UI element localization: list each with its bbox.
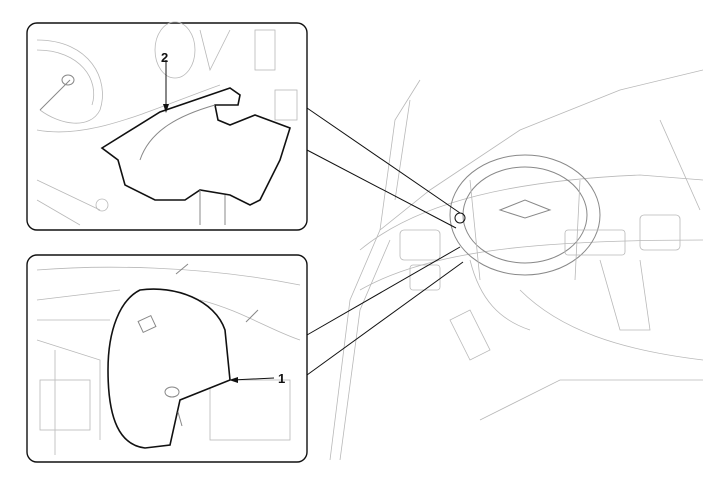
callout-2-label: 2 (161, 50, 168, 65)
callout-1-label: 1 (278, 371, 285, 386)
inset-lower-shroud: 1 (26, 254, 308, 463)
dashboard-overview (329, 69, 703, 461)
inset-upper-shroud: 2 (26, 21, 308, 231)
leader-lines (306, 107, 466, 376)
